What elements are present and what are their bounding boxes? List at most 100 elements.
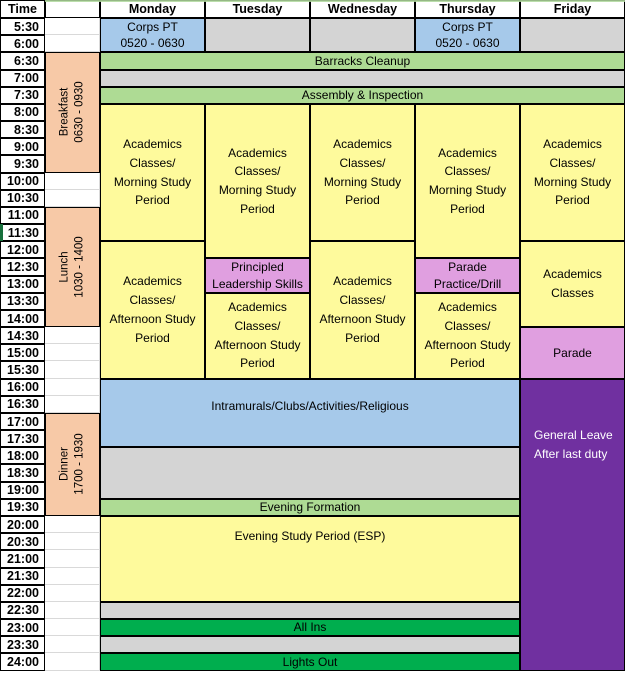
day-header-thursday[interactable]: Thursday bbox=[415, 0, 520, 18]
day-header-tuesday[interactable]: Tuesday bbox=[205, 0, 310, 18]
no-activity-wednesday-early[interactable] bbox=[310, 18, 415, 53]
empty-cell[interactable] bbox=[45, 18, 100, 36]
time-cell-1500[interactable]: 15:00 bbox=[0, 344, 45, 362]
empty-cell[interactable] bbox=[45, 533, 100, 551]
time-column-header[interactable]: Time bbox=[0, 0, 45, 18]
time-cell-2000[interactable]: 20:00 bbox=[0, 515, 45, 534]
time-cell-1300[interactable]: 13:00 bbox=[0, 275, 45, 293]
time-cell-1930[interactable]: 19:30 bbox=[0, 498, 45, 516]
time-cell-730[interactable]: 7:30 bbox=[0, 86, 45, 104]
time-cell-600[interactable]: 6:00 bbox=[0, 35, 45, 53]
dinner-gray-band[interactable] bbox=[100, 447, 520, 499]
time-cell-1030[interactable]: 10:30 bbox=[0, 189, 45, 207]
time-cell-1200[interactable]: 12:00 bbox=[0, 241, 45, 259]
assembly-inspection-band[interactable]: Assembly & Inspection bbox=[100, 86, 625, 104]
time-cell-1330[interactable]: 13:30 bbox=[0, 292, 45, 310]
time-cell-1630[interactable]: 16:30 bbox=[0, 395, 45, 413]
time-cell-1430[interactable]: 14:30 bbox=[0, 327, 45, 345]
empty-cell[interactable] bbox=[45, 653, 100, 671]
time-cell-2400[interactable]: 24:00 bbox=[0, 653, 45, 671]
parade-practice-drill-thursday-label-line: Parade bbox=[448, 260, 487, 275]
empty-cell[interactable] bbox=[45, 619, 100, 637]
time-cell-1100[interactable]: 11:00 bbox=[0, 206, 45, 225]
empty-cell[interactable] bbox=[45, 189, 100, 207]
evening-study-period-band[interactable]: Evening Study Period (ESP) bbox=[100, 515, 520, 602]
time-cell-930[interactable]: 9:30 bbox=[0, 155, 45, 173]
time-cell-1230[interactable]: 12:30 bbox=[0, 258, 45, 276]
post-esp-gray-band[interactable] bbox=[100, 601, 520, 620]
empty-cell[interactable] bbox=[45, 327, 100, 345]
time-cell-700[interactable]: 7:00 bbox=[0, 69, 45, 87]
academics-morning-tuesday-label-line: Period bbox=[240, 201, 275, 216]
empty-cell[interactable] bbox=[45, 395, 100, 413]
time-cell-1130[interactable]: 11:30 bbox=[0, 224, 45, 242]
time-cell-1900[interactable]: 19:00 bbox=[0, 481, 45, 499]
empty-cell[interactable] bbox=[45, 172, 100, 190]
empty-cell[interactable] bbox=[45, 636, 100, 654]
academics-classes-friday-label-line: Classes bbox=[551, 286, 594, 301]
empty-cell[interactable] bbox=[45, 515, 100, 534]
time-cell-800[interactable]: 8:00 bbox=[0, 103, 45, 122]
time-cell-1800[interactable]: 18:00 bbox=[0, 447, 45, 465]
time-cell-2130[interactable]: 21:30 bbox=[0, 567, 45, 585]
time-cell-1530[interactable]: 15:30 bbox=[0, 361, 45, 379]
time-cell-1830[interactable]: 18:30 bbox=[0, 464, 45, 482]
intramurals-band[interactable]: Intramurals/Clubs/Activities/Religious bbox=[100, 378, 520, 448]
barracks-cleanup-band[interactable]: Barracks Cleanup bbox=[100, 52, 625, 70]
time-cell-830[interactable]: 8:30 bbox=[0, 121, 45, 139]
pre-lights-gray-band[interactable] bbox=[100, 636, 520, 654]
lights-out-band[interactable]: Lights Out bbox=[100, 653, 520, 671]
time-cell-900[interactable]: 9:00 bbox=[0, 138, 45, 156]
empty-cell[interactable] bbox=[45, 601, 100, 620]
time-cell-1400[interactable]: 14:00 bbox=[0, 309, 45, 328]
evening-formation-band[interactable]: Evening Formation bbox=[100, 498, 520, 516]
time-cell-1000[interactable]: 10:00 bbox=[0, 172, 45, 190]
time-cell-1600[interactable]: 16:00 bbox=[0, 378, 45, 396]
parade-friday[interactable]: Parade bbox=[520, 327, 625, 379]
time-cell-630[interactable]: 6:30 bbox=[0, 52, 45, 70]
time-cell-2300[interactable]: 23:00 bbox=[0, 619, 45, 637]
time-cell-530[interactable]: 5:30 bbox=[0, 18, 45, 36]
empty-cell[interactable] bbox=[45, 361, 100, 379]
empty-cell[interactable] bbox=[45, 35, 100, 53]
day-header-wednesday[interactable]: Wednesday bbox=[310, 0, 415, 18]
empty-cell[interactable] bbox=[45, 550, 100, 568]
morning-gray-band[interactable] bbox=[100, 69, 625, 87]
time-cell-1730[interactable]: 17:30 bbox=[0, 430, 45, 448]
time-cell-2330[interactable]: 23:30 bbox=[0, 636, 45, 654]
meal-column-header[interactable] bbox=[45, 0, 100, 18]
day-header-monday[interactable]: Monday bbox=[100, 0, 205, 18]
time-cell-2200[interactable]: 22:00 bbox=[0, 584, 45, 602]
day-header-friday[interactable]: Friday bbox=[520, 0, 625, 18]
time-cell-2030[interactable]: 20:30 bbox=[0, 533, 45, 551]
empty-cell[interactable] bbox=[45, 567, 100, 585]
empty-cell[interactable] bbox=[45, 584, 100, 602]
time-cell-2100[interactable]: 21:00 bbox=[0, 550, 45, 568]
time-cell-2230[interactable]: 22:30 bbox=[0, 601, 45, 620]
empty-cell[interactable] bbox=[45, 344, 100, 362]
empty-cell[interactable] bbox=[45, 378, 100, 396]
time-cell-1700[interactable]: 17:00 bbox=[0, 412, 45, 431]
no-activity-tuesday-early[interactable] bbox=[205, 18, 310, 53]
all-ins-band[interactable]: All Ins bbox=[100, 619, 520, 637]
no-activity-friday-early[interactable] bbox=[520, 18, 625, 53]
